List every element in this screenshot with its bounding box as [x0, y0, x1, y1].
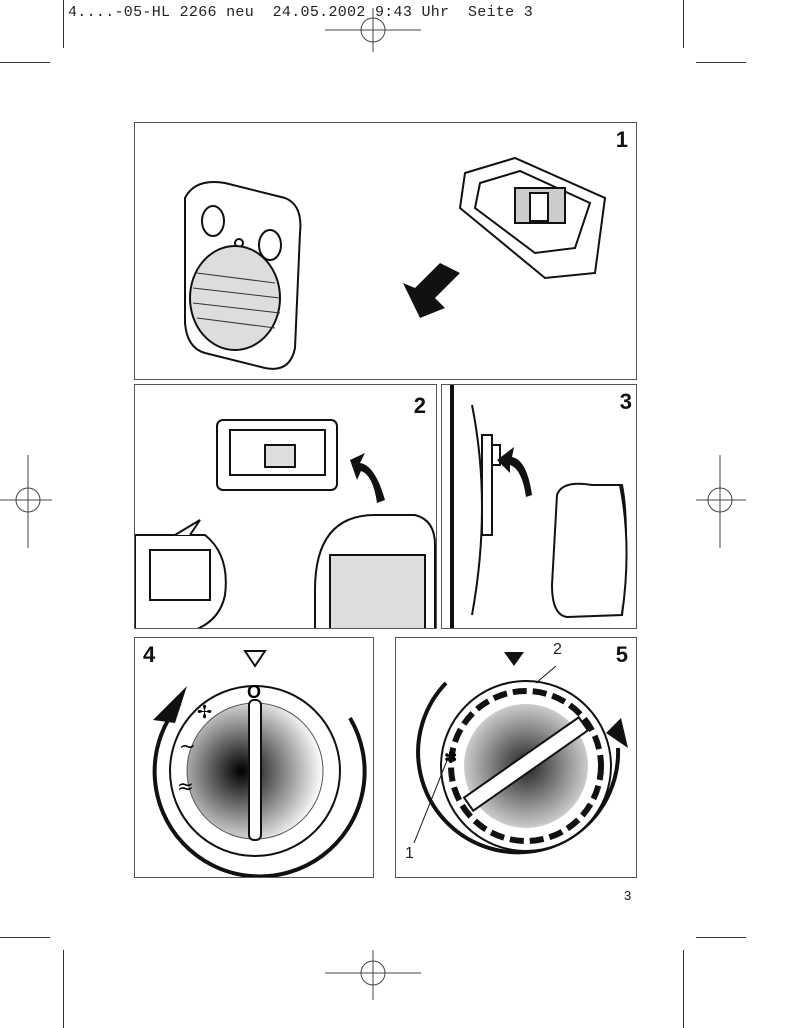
page-number: 3: [624, 888, 632, 903]
figure-number: 1: [615, 127, 628, 152]
figure-3: 3: [441, 384, 637, 629]
curved-arrow-icon: [350, 453, 385, 503]
svg-text:✢: ✢: [197, 702, 212, 723]
figure-2: 2: [134, 384, 437, 629]
svg-text:~: ~: [179, 734, 196, 758]
svg-text:✽: ✽: [444, 748, 457, 767]
callout-label: 1: [405, 845, 414, 862]
callout-label: 2: [553, 641, 562, 658]
figure-1: 1: [134, 122, 637, 380]
svg-text:O: O: [247, 682, 261, 702]
figure-4: O ✢ ~ ≈ 4: [134, 637, 374, 878]
figure-number: 3: [619, 389, 632, 414]
figure-number: 2: [413, 393, 426, 418]
curved-arrow-icon: [497, 447, 532, 497]
figure-number: 4: [143, 642, 156, 667]
figure-number: 5: [615, 642, 628, 667]
figure-5: ✽ 2 1 5: [395, 637, 637, 878]
print-header: 4....-05-HL 2266 neu 24.05.2002 9:43 Uhr…: [68, 4, 534, 21]
svg-text:≈: ≈: [177, 774, 194, 798]
arrow-icon: [403, 263, 460, 318]
